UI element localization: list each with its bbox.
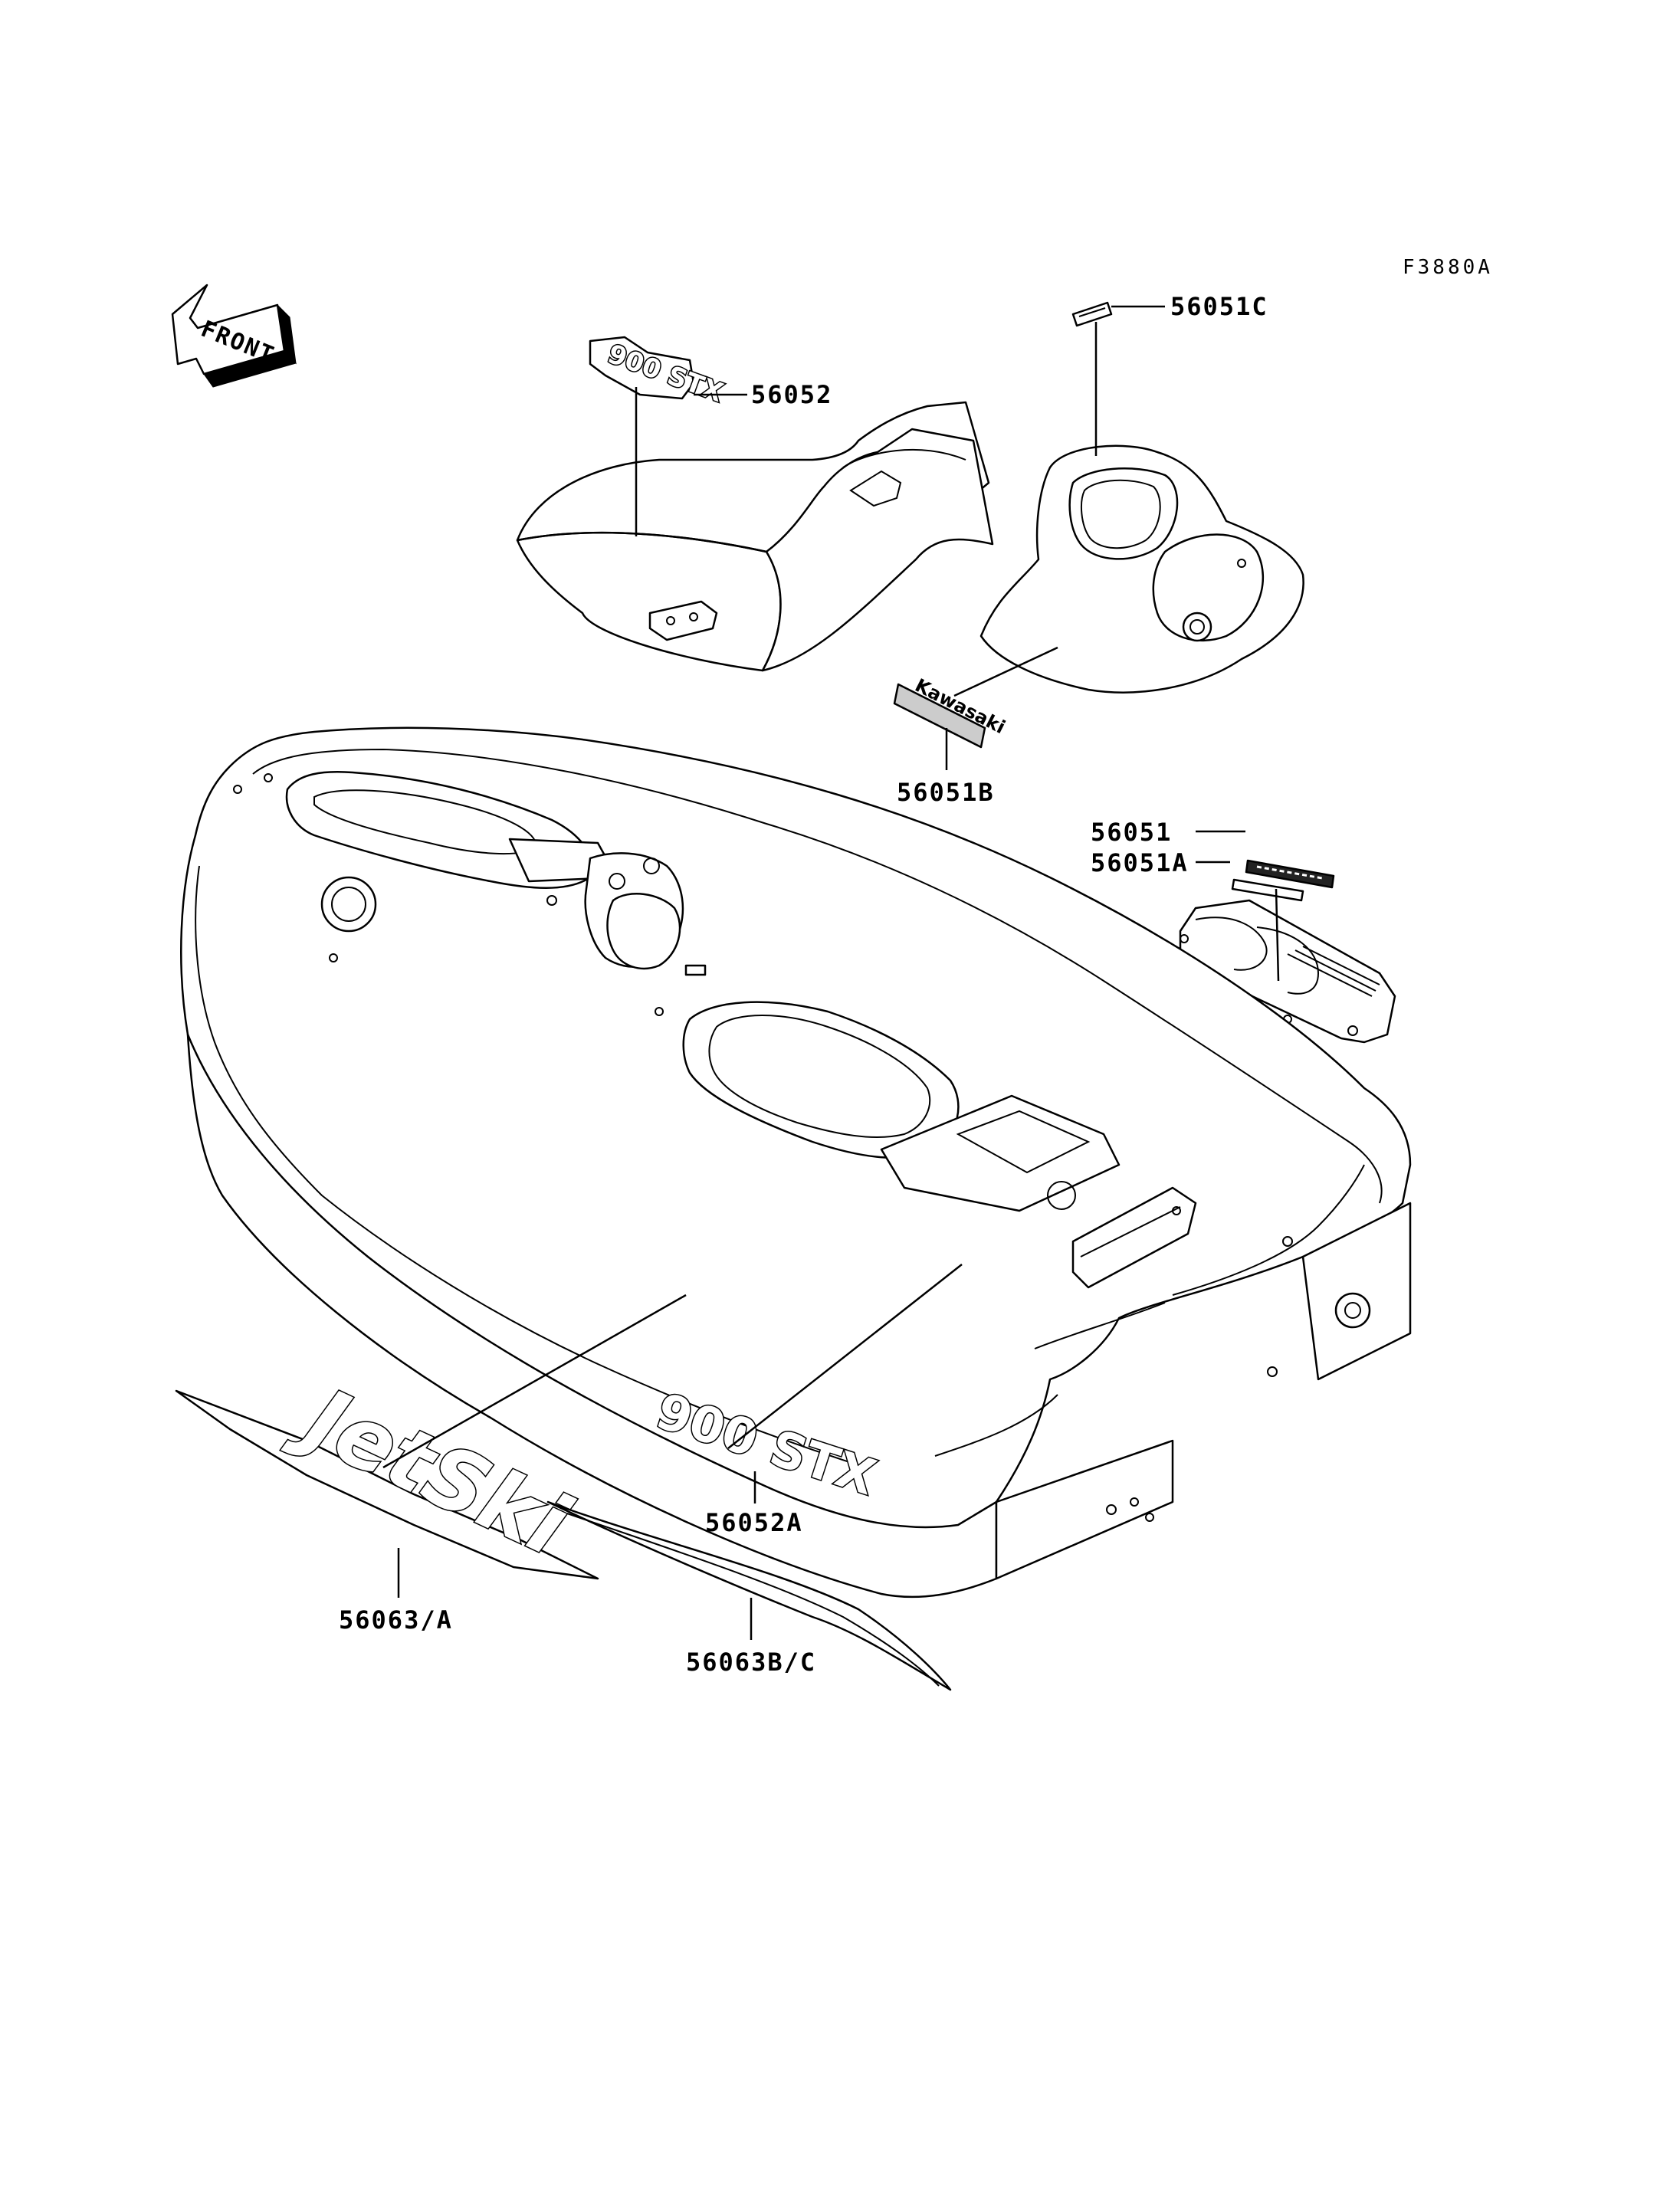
decal-56051B: Kawasaki [893,674,1009,749]
callout-56051C: 56051C [1170,292,1268,321]
callout-56051: 56051 [1091,818,1172,847]
leader-56063A-part [382,1294,687,1469]
callout-56063BC: 56063B/C [686,1648,816,1677]
callout-56052A: 56052A [705,1508,803,1537]
decal-56051C [1071,301,1113,327]
decal-56052-text: 900 STX [604,339,727,408]
decal-56051A [1231,878,1304,902]
leader-56052A-part [727,1264,963,1449]
decal-56063BC [546,1500,952,1691]
leader-56051B-part [953,646,1058,697]
leader-56051-part [1275,888,1280,982]
callout-56052: 56052 [751,380,832,409]
decal-56052: 900 STX [589,336,728,410]
handlepole-cover [979,444,1304,694]
seat-assembly [516,401,994,672]
callout-56063A: 56063/A [339,1605,453,1635]
front-direction-arrow-icon: FRONT [171,284,297,388]
callout-56051A: 56051A [1091,848,1189,877]
decal-56051 [1245,859,1335,889]
callout-56051B: 56051B [897,778,995,807]
hull-deck [180,726,1412,1599]
figure-reference: F3880A [1403,256,1493,279]
